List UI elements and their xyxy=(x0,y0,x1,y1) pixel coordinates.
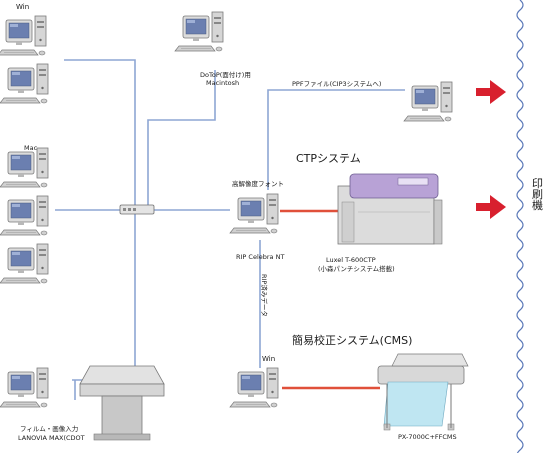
dotop-macintosh-icon xyxy=(174,11,224,52)
rip-data-label: RIP済みデータ xyxy=(260,274,269,317)
win-group-label: Win xyxy=(16,3,29,11)
dotop-label-line1: DoToP(面付け)用 xyxy=(200,70,251,79)
right-arrow-icon xyxy=(476,195,506,219)
win-computer-1-icon xyxy=(0,15,47,56)
right-arrow-icon xyxy=(476,80,506,104)
printing-boundary-wave xyxy=(516,0,524,453)
printing-machine-label: 印刷機 xyxy=(531,177,544,211)
mac-group-label: Mac xyxy=(24,144,38,152)
cms-win-label: Win xyxy=(262,355,275,363)
rip-computer-icon xyxy=(229,193,279,234)
ctp-system-title: CTPシステム xyxy=(296,152,361,165)
film-input-computer-icon xyxy=(0,367,49,408)
high-res-font-label: 高解像度フォント xyxy=(232,179,284,188)
ppf-file-label: PPFファイル(CIP3システムへ) xyxy=(292,80,381,88)
film-label-line1: フィルム・画像入力 xyxy=(20,424,78,433)
px-printer-label: PX-7000C+FFCMS xyxy=(398,433,457,441)
cms-system-title: 簡易校正システム(CMS) xyxy=(292,333,412,347)
film-scanner-icon xyxy=(79,365,165,441)
network-backbone-line xyxy=(64,59,136,380)
film-label-line2: LANOVIA MAX(CDOT xyxy=(18,434,85,442)
luxel-label-line1: Luxel T-600CTP xyxy=(326,256,376,264)
ppf-link-line xyxy=(267,89,405,190)
mac-computer-2-icon xyxy=(0,195,49,236)
dotop-label-line2: Macintosh xyxy=(206,79,239,87)
mac-computer-1-icon xyxy=(0,147,49,188)
win-computer-2-icon xyxy=(0,63,49,104)
rip-celebra-label: RIP Celebra NT xyxy=(236,253,284,261)
ctp-platesetter-icon xyxy=(337,173,443,245)
large-format-printer-icon xyxy=(377,353,469,431)
luxel-label-line2: (小森パンチシステム搭載) xyxy=(318,264,395,273)
network-hub-icon xyxy=(119,204,155,215)
dotop-link-line xyxy=(147,70,216,210)
cms-computer-icon xyxy=(229,367,279,408)
cip3-computer-icon xyxy=(403,81,453,122)
mac-computer-3-icon xyxy=(0,243,49,284)
